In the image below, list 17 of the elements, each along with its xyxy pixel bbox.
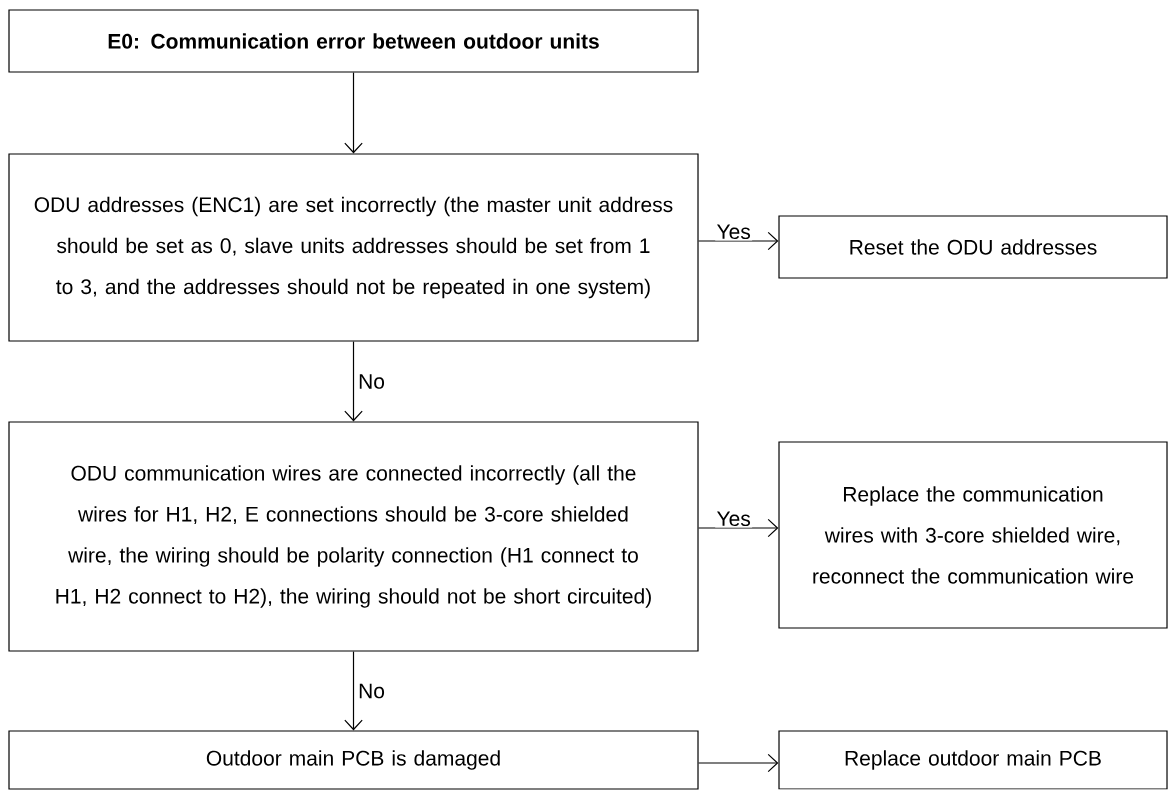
process-box: ODU addresses (ENC1) are set incorrectly (the master unit address should be set as 0, slave units addresses should be set from 1 to 3, and the addresses should not be repeated in one system) bbox=[8, 153, 699, 342]
process-box: ODU communication wires are connected incorrectly (all the wires for H1, H2, E connections should be 3-core shielded wire, the wiring should be polarity connection (H1 connect to H1, H2 connect to H2), the wiring should not be short circuited) bbox=[8, 421, 699, 652]
arrow bbox=[344, 72, 363, 154]
edge-label: No bbox=[356, 372, 387, 391]
edge-label: No bbox=[356, 682, 387, 700]
arrow bbox=[698, 231, 779, 251]
arrow bbox=[698, 518, 779, 538]
edge-label: Yes bbox=[715, 223, 753, 241]
process-box: E0: Communication error between outdoor units bbox=[8, 9, 699, 73]
arrow bbox=[344, 341, 363, 422]
process-box: Reset the ODU addresses bbox=[778, 215, 1168, 279]
edge-label: Yes bbox=[715, 510, 753, 528]
arrow bbox=[344, 651, 363, 731]
arrow bbox=[698, 753, 779, 773]
process-box: Outdoor main PCB is damaged bbox=[8, 730, 699, 790]
process-box: Replace outdoor main PCB bbox=[778, 730, 1168, 790]
process-box: Replace the communication wires with 3-core shielded wire, reconnect the communication wire bbox=[778, 441, 1168, 629]
